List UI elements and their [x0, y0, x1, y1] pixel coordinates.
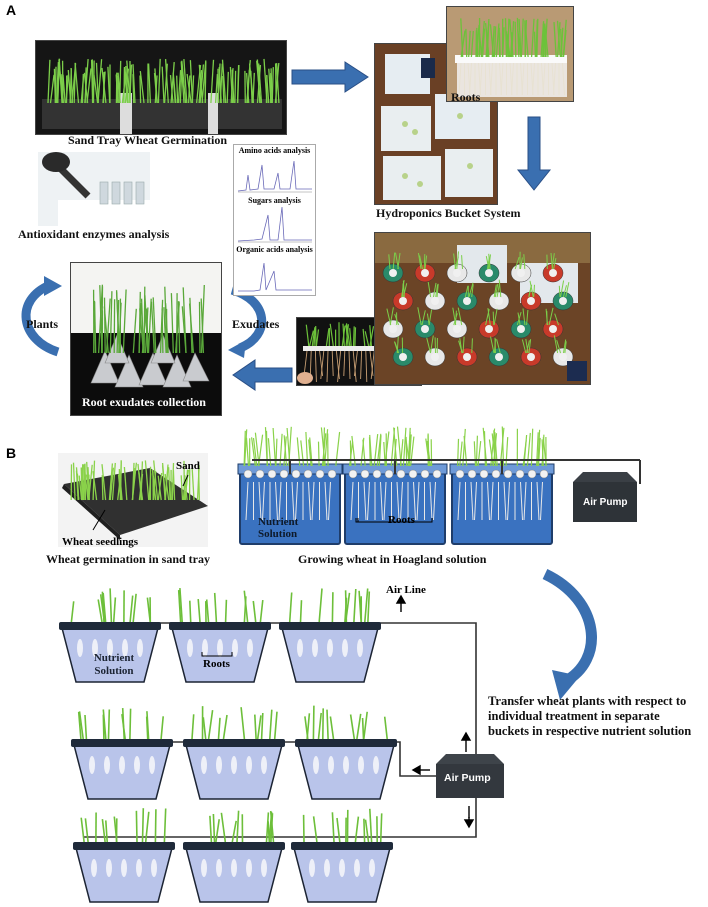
analysis-chromatograms: Amino acids analysis Sugars analysis Org…	[233, 144, 316, 296]
plants-caption: Plants	[26, 317, 59, 331]
roots-caption: Roots	[451, 90, 481, 104]
nutrient-solution-top-text: Nutrient Solution	[258, 516, 299, 540]
root-exudates-caption: Root exudates collection	[82, 395, 206, 409]
sand-tray-b	[64, 468, 208, 535]
hydroponic-bucket-photo	[374, 43, 498, 205]
roots-photo	[446, 6, 574, 102]
arrow-left-icon	[232, 359, 293, 391]
sand-label: Sand	[176, 460, 200, 472]
panel-a-label: A	[6, 2, 17, 18]
sand-tray-caption: Sand Tray Wheat Germination	[68, 133, 228, 147]
air-pump-bottom-label: Air Pump	[444, 772, 491, 784]
nutrient-solution-text: Nutrient Solution	[93, 652, 135, 677]
sugars-title: Sugars analysis	[248, 196, 301, 205]
growing-caption: Growing wheat in Hoagland solution	[298, 552, 487, 566]
wheat-seedlings-label: Wheat seedlings	[62, 536, 139, 548]
sand-tray-illustration	[36, 41, 286, 134]
antioxidant-photo	[38, 152, 150, 226]
nutrient-solution-label: Nutrient Solution	[86, 652, 142, 678]
amino-acids-title: Amino acids analysis	[238, 146, 311, 155]
roots-label: Roots	[203, 658, 230, 670]
organic-acids-title: Organic acids analysis	[236, 245, 313, 254]
sand-tray-photo	[35, 40, 287, 135]
roots-top-label: Roots	[388, 514, 415, 526]
transfer-caption: Transfer wheat plants with respect to in…	[488, 694, 692, 738]
curved-transfer-arrow-icon	[542, 569, 597, 687]
panel-b-label: B	[6, 445, 17, 461]
chromatogram-traces	[237, 160, 312, 292]
root-exudates-photo	[70, 262, 222, 416]
arrow-right-icon	[291, 61, 369, 93]
antioxidant-caption: Antioxidant enzymes analysis	[18, 227, 170, 241]
arrow-down-icon	[516, 116, 552, 191]
exudates-caption: Exudates	[232, 317, 280, 331]
air-line-label: Air Line	[386, 584, 426, 596]
air-pump-top-label: Air Pump	[583, 497, 628, 508]
germination-caption: Wheat germination in sand tray	[46, 552, 211, 566]
nutrient-solution-top-label: Nutrient Solution	[258, 516, 318, 540]
bucket-field-photo	[374, 232, 591, 385]
hydroponics-caption: Hydroponics Bucket System	[376, 206, 521, 220]
